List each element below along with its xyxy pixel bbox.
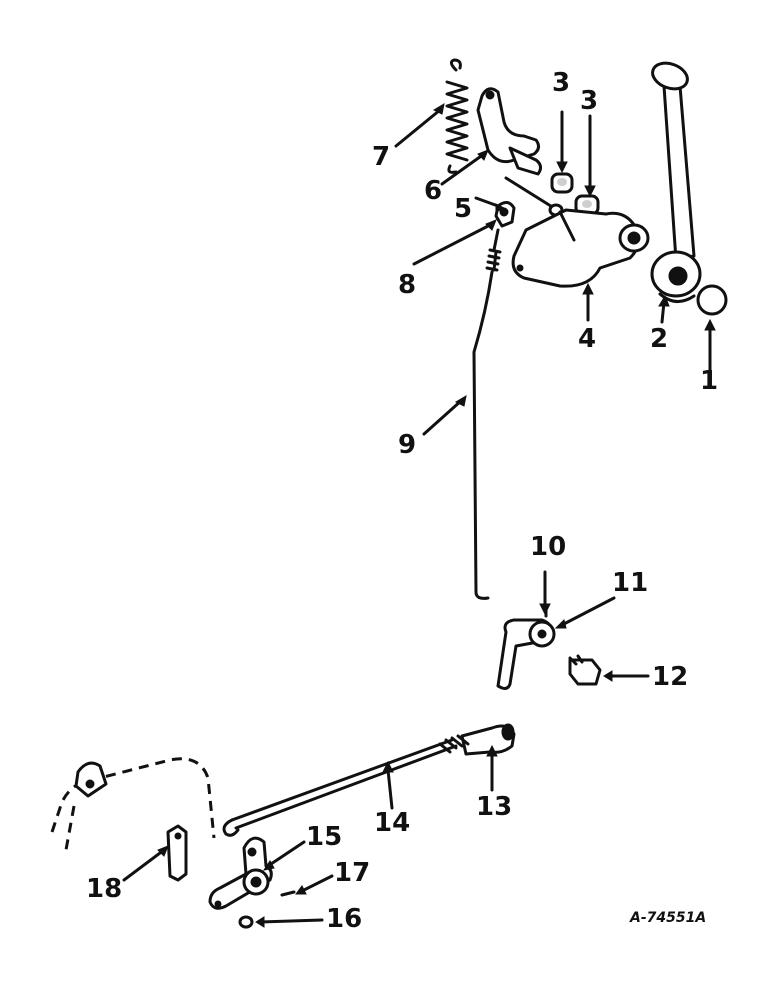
rod-part-14 [222, 734, 470, 837]
washer-part-16 [238, 915, 254, 929]
lever-arm-part-6 [476, 87, 543, 176]
callout-1: 1 [700, 366, 719, 396]
bracket-part-18 [166, 824, 188, 882]
callout-4: 4 [578, 324, 597, 354]
callout-13: 13 [476, 792, 513, 822]
lever-part-15 [208, 836, 273, 910]
callout-6: 6 [424, 176, 443, 206]
rod-part-9 [472, 248, 502, 600]
reference-housing-outline [50, 757, 216, 851]
callout-17: 17 [334, 858, 371, 888]
callout-15: 15 [306, 822, 343, 852]
callout-5: 5 [454, 194, 473, 224]
cap-part-1 [696, 284, 728, 316]
pin-part-17 [280, 890, 296, 897]
callout-18: 18 [86, 874, 123, 904]
bolt-part-12 [568, 654, 602, 686]
drawing-number: A-74551A [630, 910, 707, 926]
callout-3a: 3 [552, 68, 571, 98]
callout-9: 9 [398, 430, 417, 460]
bell-crank-part-11 [496, 604, 556, 690]
callout-7: 7 [372, 142, 391, 172]
callout-12: 12 [652, 662, 689, 692]
callout-8: 8 [398, 270, 417, 300]
callout-11: 11 [612, 568, 649, 598]
spring-part-7 [445, 58, 469, 174]
leader-lines [122, 102, 716, 928]
callout-14: 14 [374, 808, 411, 838]
callout-16: 16 [326, 904, 363, 934]
bracket-part-4 [511, 208, 650, 288]
callout-3b: 3 [580, 86, 599, 116]
callout-2: 2 [650, 324, 669, 354]
clevis-part-13 [460, 723, 516, 756]
spacer-part-3a [550, 172, 574, 194]
shift-lever-part-2 [650, 61, 702, 303]
callout-10: 10 [530, 532, 567, 562]
